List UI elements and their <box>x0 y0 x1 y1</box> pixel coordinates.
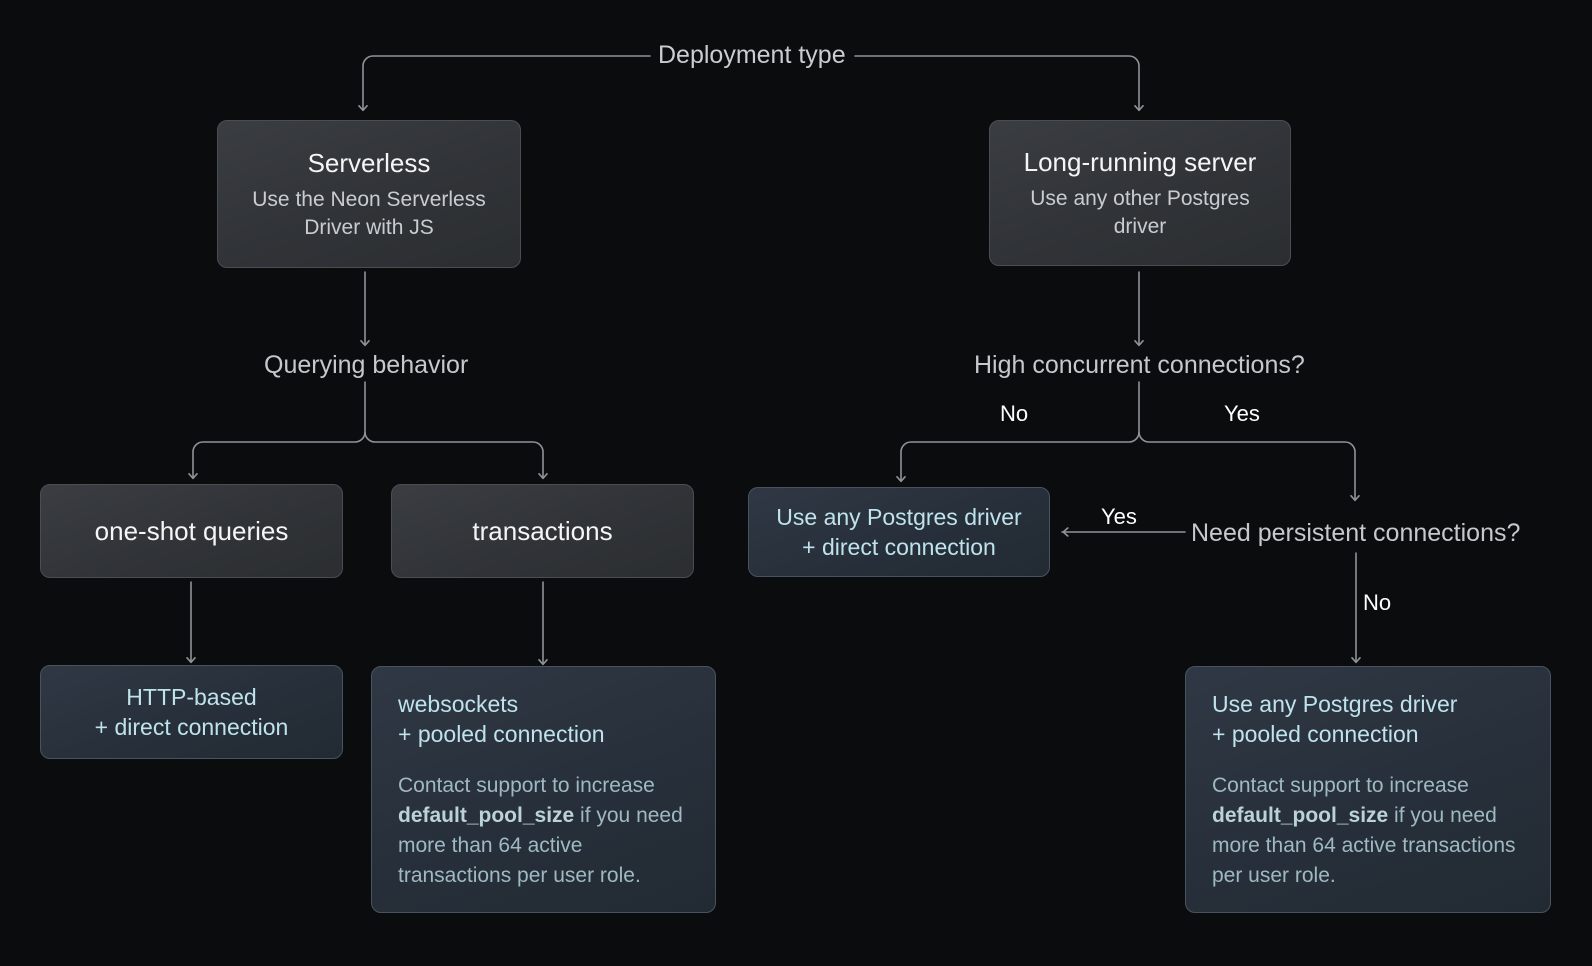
node-serverless-subtitle: Use the Neon Serverless Driver with JS <box>252 188 486 239</box>
edge-label-concurrent-no: No <box>1000 401 1029 426</box>
decision-need-persistent-connections: Need persistent connections? <box>1191 519 1521 547</box>
node-websockets-title: websockets + pooled connection <box>398 690 605 747</box>
node-websockets-note-before: Contact support to increase <box>398 774 655 798</box>
node-driver-pooled-connection-note: Contact support to increase default_pool… <box>1212 771 1524 890</box>
edge-label-persistent-no: No <box>1363 590 1392 615</box>
edge-querying-split-right <box>364 431 548 480</box>
node-transactions[interactable]: transactions <box>391 484 694 578</box>
edge-root-right <box>854 55 1144 112</box>
edge-querying-split <box>188 381 366 480</box>
edge-concurrent-no <box>896 381 1140 483</box>
decision-high-concurrent-connections: High concurrent connections? <box>974 351 1305 379</box>
node-websockets-note: Contact support to increase default_pool… <box>398 771 689 890</box>
node-transactions-title: transactions <box>472 515 613 546</box>
edge-label-concurrent-yes: Yes <box>1224 401 1260 426</box>
node-one-shot-queries-title: one-shot queries <box>94 515 289 546</box>
node-serverless[interactable]: Serverless Use the Neon Serverless Drive… <box>217 120 521 268</box>
edge-concurrent-yes <box>1138 431 1360 502</box>
root-label: Deployment type <box>658 41 846 69</box>
node-websockets-note-after: if you need more than 64 active transact… <box>398 804 683 887</box>
edge-label-persistent-yes: Yes <box>1101 504 1137 529</box>
node-http-based[interactable]: HTTP-based + direct connection <box>40 665 343 759</box>
node-driver-pooled-connection-title: Use any Postgres driver + pooled connect… <box>1212 690 1458 747</box>
node-long-running-server-subtitle: Use any other Postgres driver <box>1030 187 1250 238</box>
node-driver-pooled-connection[interactable]: Use any Postgres driver + pooled connect… <box>1185 666 1551 913</box>
node-driver-direct-connection[interactable]: Use any Postgres driver + direct connect… <box>748 487 1050 577</box>
decision-querying-behavior: Querying behavior <box>264 351 469 379</box>
node-http-based-title: HTTP-based + direct connection <box>94 683 289 740</box>
node-driver-pooled-note-code: default_pool_size <box>1212 804 1389 828</box>
node-driver-pooled-note-after: if you need more than 64 active transact… <box>1212 804 1516 887</box>
edge-root-left <box>358 55 651 112</box>
node-serverless-title: Serverless <box>307 147 431 178</box>
node-one-shot-queries[interactable]: one-shot queries <box>40 484 343 578</box>
node-long-running-server[interactable]: Long-running server Use any other Postgr… <box>989 120 1291 266</box>
node-websockets-note-code: default_pool_size <box>398 804 575 828</box>
node-long-running-server-title: Long-running server <box>1023 146 1257 177</box>
node-driver-direct-connection-title: Use any Postgres driver + direct connect… <box>776 503 1022 560</box>
node-websockets[interactable]: websockets + pooled connection Contact s… <box>371 666 716 913</box>
node-driver-pooled-note-before: Contact support to increase <box>1212 774 1469 798</box>
